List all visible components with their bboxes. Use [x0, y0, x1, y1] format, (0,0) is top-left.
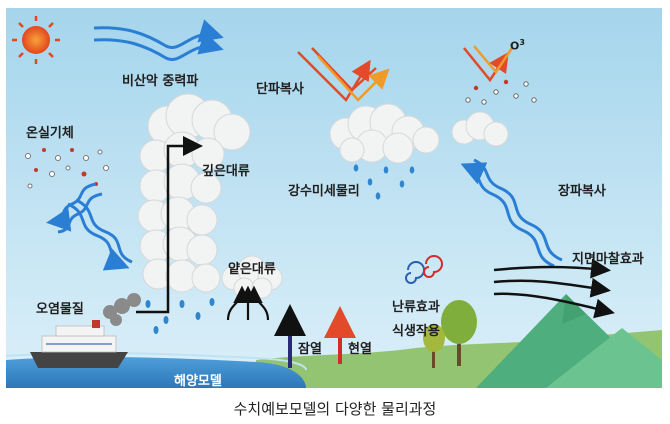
- label-ocean-model: 해양모델: [174, 374, 222, 388]
- label-gravity-wave: 비산악 중력파: [122, 74, 199, 89]
- microphysics-raindrops: [353, 164, 415, 200]
- label-shortwave: 단파복사: [256, 82, 304, 97]
- physics-diagram: 비산악 중력파 단파복사 O3 온실기체 깊은대류 강수미세물리 장파복사 얕은…: [6, 8, 662, 388]
- label-shallow-convection: 얕은대류: [228, 262, 276, 277]
- ozone-arrows: [463, 45, 514, 83]
- deep-convection-cloud: [137, 93, 251, 293]
- turbulence-icon: [405, 255, 443, 284]
- smoke-icon: [103, 293, 141, 326]
- label-vegetation: 식생작용: [392, 324, 440, 339]
- label-surface-effect: 지면마찰효과: [572, 252, 644, 267]
- label-deep-convection: 깊은대류: [202, 164, 250, 179]
- figure-caption: 수치예보모델의 다양한 물리과정: [233, 400, 437, 418]
- label-ozone: O3: [510, 38, 525, 53]
- shortwave-arrows: [297, 47, 390, 103]
- label-longwave: 장파복사: [558, 184, 606, 199]
- label-latent-heat: 잠열: [298, 342, 322, 357]
- ship-icon: [30, 320, 128, 368]
- label-ozone-sup: 3: [519, 38, 525, 47]
- left-longwave-wave: [67, 198, 133, 271]
- label-turbulence: 난류효과: [392, 300, 440, 315]
- label-sensible-heat: 현열: [348, 342, 372, 357]
- greenhouse-wave: [46, 182, 103, 234]
- gravity-wave-arrows: [93, 19, 224, 61]
- shallow-convection-arrows: [226, 285, 270, 321]
- label-ozone-symbol: O: [510, 39, 520, 53]
- label-pollutant: 오염물질: [36, 302, 84, 317]
- sun-icon: [12, 16, 60, 64]
- surface-friction-arrows: [493, 258, 615, 319]
- diagram-canvas: [6, 8, 662, 388]
- ozone-dots: [465, 79, 537, 105]
- raindrop-icon: [145, 298, 215, 334]
- deep-convection-arrow: [136, 136, 203, 314]
- right-cloud: [451, 111, 509, 147]
- microphysics-cloud: [329, 103, 440, 164]
- longwave-wave: [460, 158, 563, 268]
- label-greenhouse: 온실기체: [26, 126, 74, 141]
- tree-icon: [423, 300, 477, 368]
- greenhouse-dots: [25, 148, 109, 189]
- label-microphysics: 강수미세물리: [288, 184, 360, 199]
